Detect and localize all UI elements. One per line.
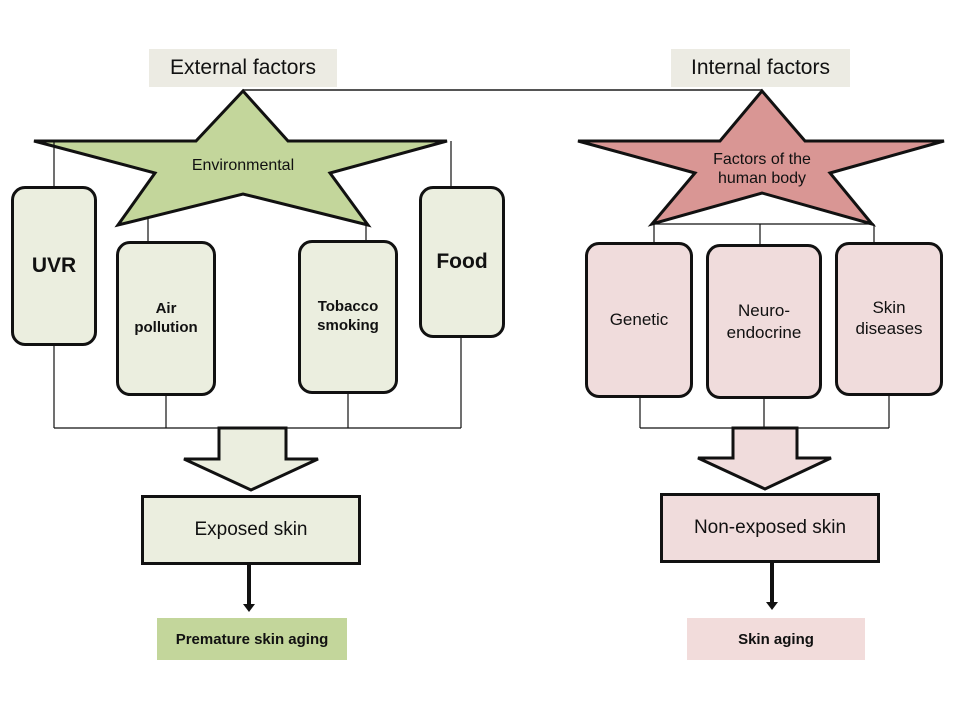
exposed-skin-label: Exposed skin [194,519,308,541]
factor-box-skin-diseases: Skin diseases [835,242,943,396]
external-factors-header: External factors [149,49,337,87]
environmental-label: Environmental [191,157,295,175]
factor-box-tobacco-smoking: Tobacco smoking [298,240,398,394]
external-block-arrow [183,426,319,492]
factor-box-food: Food [419,186,505,338]
factor-label: Genetic [609,310,669,330]
environmental-star [33,88,448,228]
factor-label: Tobacco smoking [317,298,379,334]
factor-label: UVR [31,253,77,277]
factor-label: Air pollution [134,299,198,336]
factor-box-neuro-endocrine: Neuro-endocrine [706,244,822,399]
human-body-star [577,88,945,227]
factor-box-genetic: Genetic [585,242,693,398]
factor-label: Neuro-endocrine [726,301,802,342]
premature-skin-aging-result: Premature skin aging [157,618,347,660]
non-exposed-skin-label: Non-exposed skin [693,517,847,539]
external-result-arrow [243,564,255,612]
internal-block-arrow [697,426,832,491]
human-body-label: Factors of the human body [713,150,811,187]
factor-box-air-pollution: Air pollution [116,241,216,396]
skin-aging-result: Skin aging [687,618,865,660]
exposed-skin-box: Exposed skin [141,495,361,565]
non-exposed-skin-box: Non-exposed skin [660,493,880,563]
factor-box-uvr: UVR [11,186,97,346]
internal-factors-header: Internal factors [671,49,850,87]
factor-label: Skin diseases [855,298,923,339]
factor-label: Food [436,250,488,273]
internal-result-arrow [766,562,778,610]
